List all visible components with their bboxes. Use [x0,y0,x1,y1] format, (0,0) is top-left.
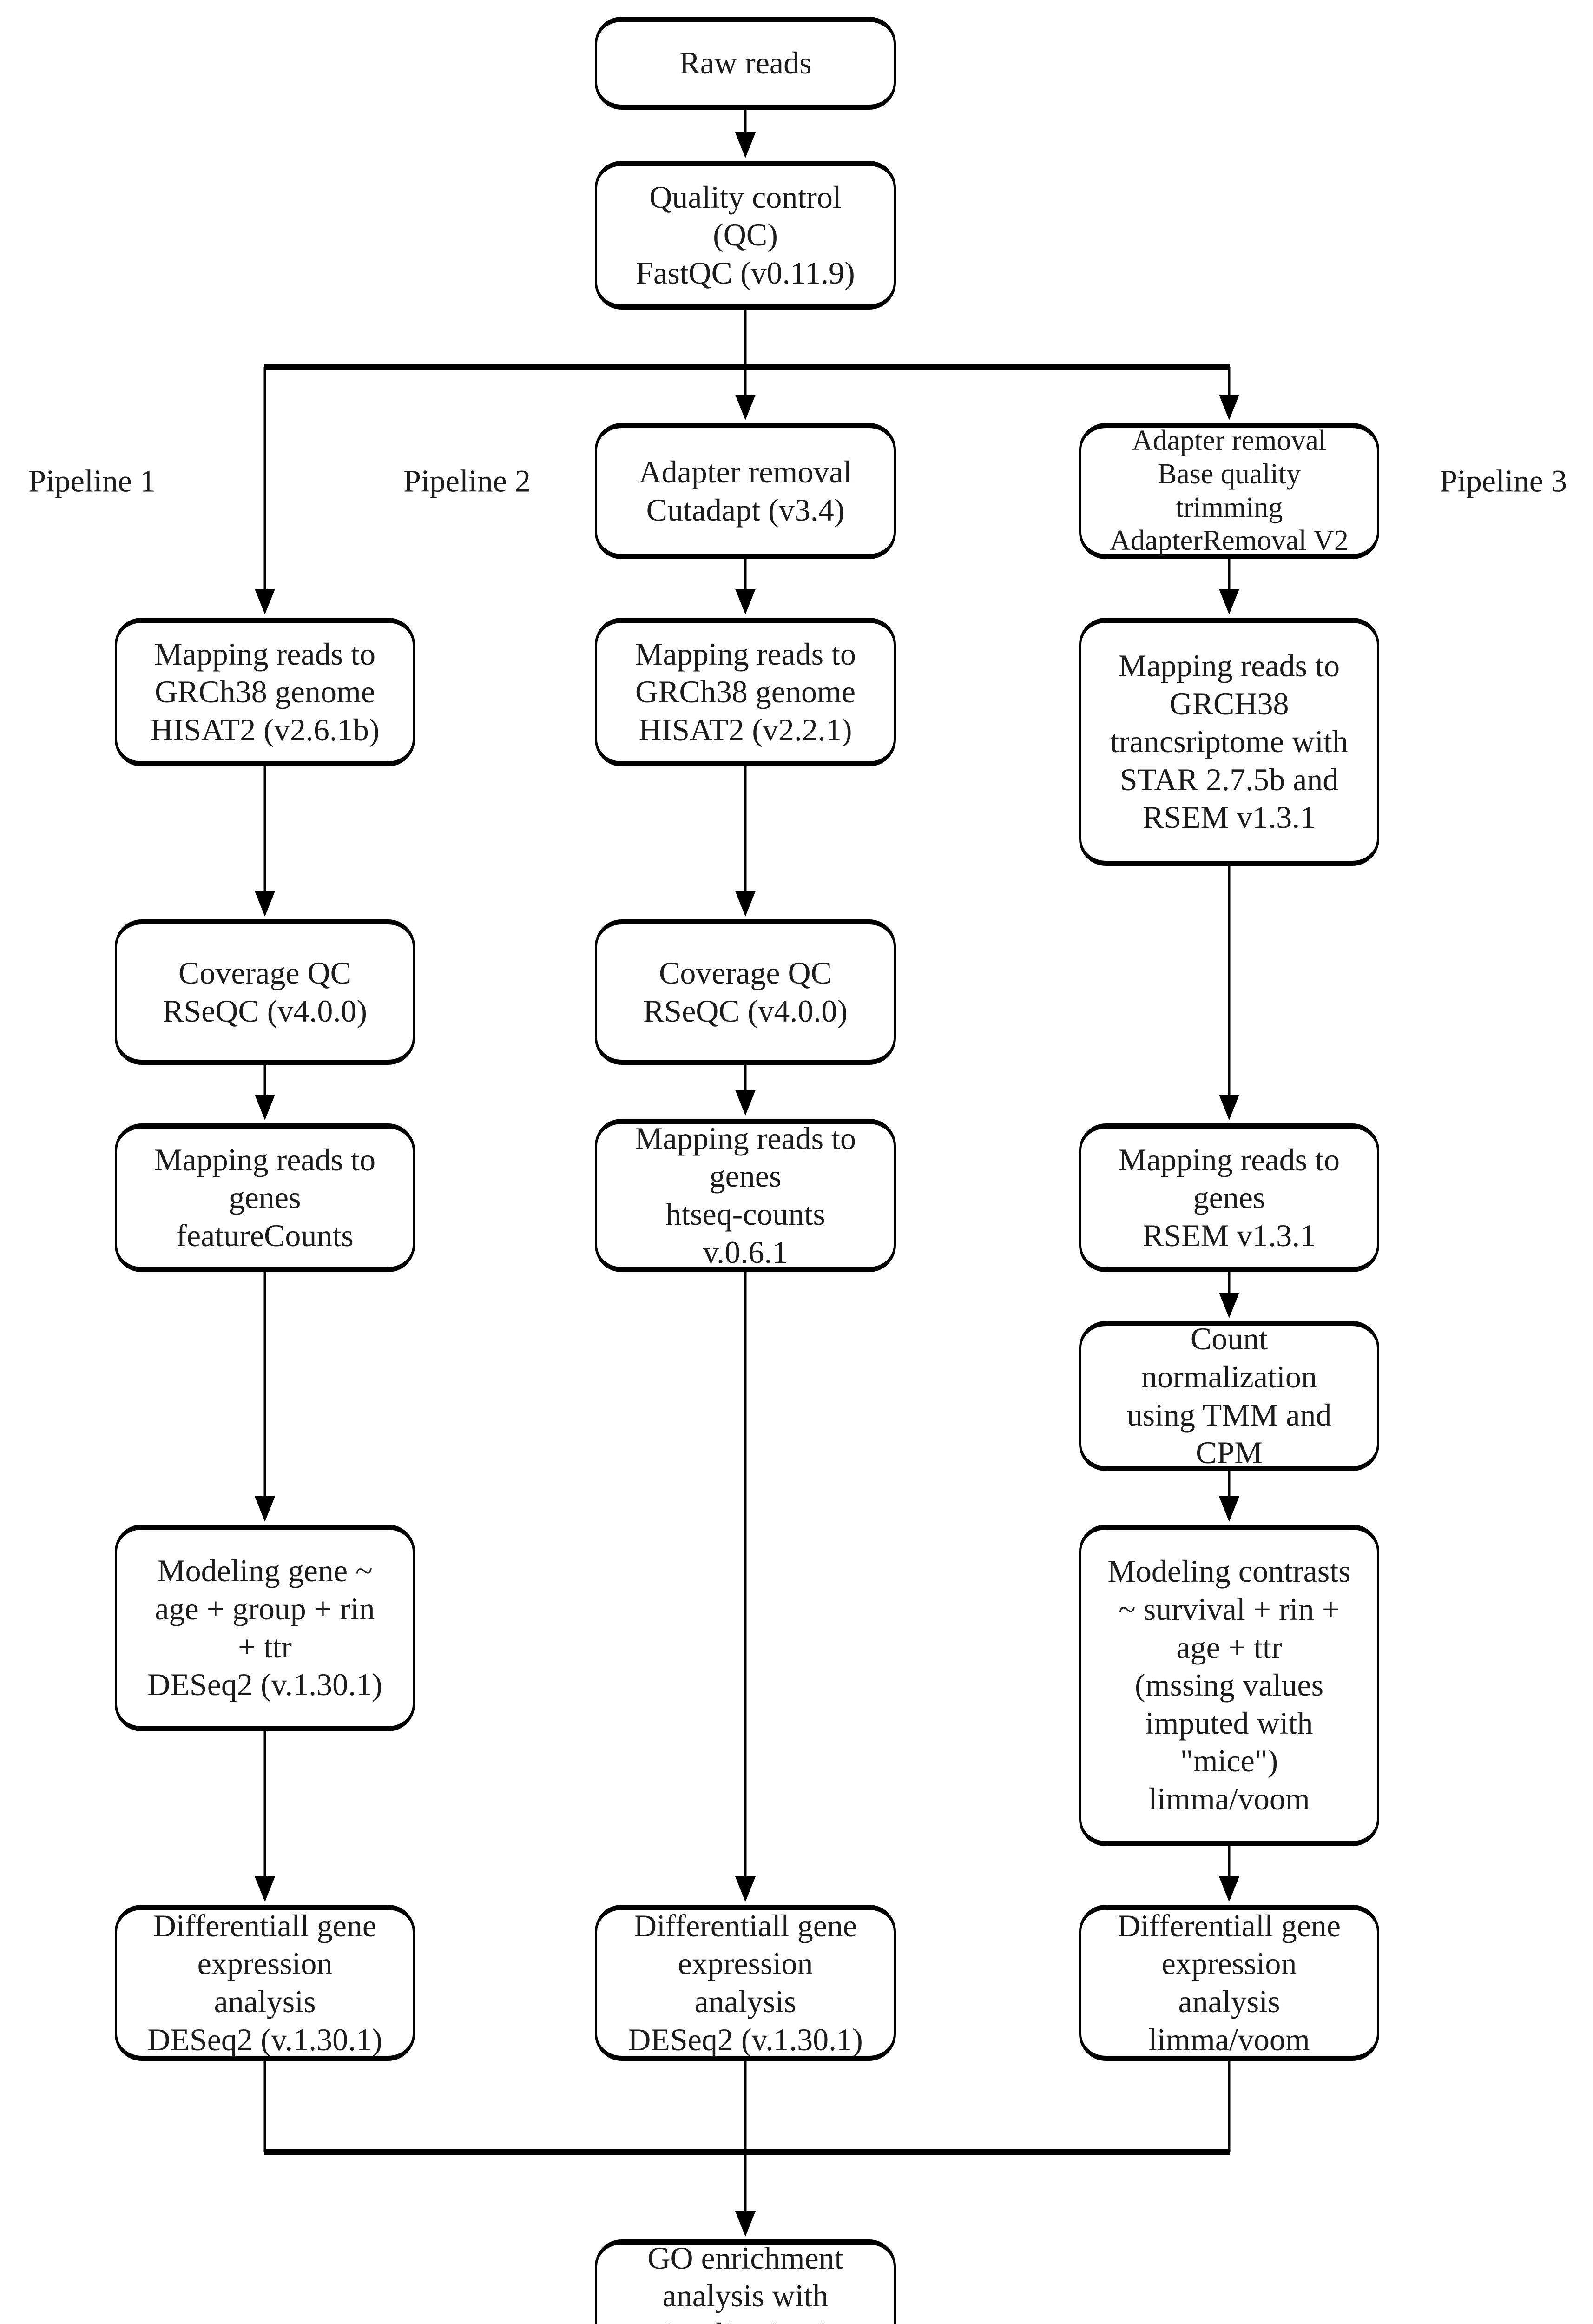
node-p3-adapter-removal-label: Adapter removal Base quality trimming Ad… [1110,424,1349,557]
node-p2-mapping-genes-label: Mapping reads to genes htseq-counts v.0.… [635,1120,856,1270]
node-p3-differential-expression-label: Differentiall gene expression analysis l… [1117,1908,1341,2057]
node-p3-mapping-transcriptome: Mapping reads to GRCH38 trancsriptome wi… [1079,618,1379,866]
pipeline-1-label: Pipeline 1 [28,463,156,499]
node-p1-mapping-genome-label: Mapping reads to GRCh38 genome HISAT2 (v… [150,636,380,747]
node-raw-reads-label: Raw reads [679,45,812,81]
node-p3-count-normalization: Count normalization using TMM and CPM [1079,1321,1379,1471]
node-p2-differential-expression-label: Differentiall gene expression analysis D… [628,1908,863,2057]
node-p1-differential-expression: Differentiall gene expression analysis D… [115,1905,415,2061]
node-p3-differential-expression: Differentiall gene expression analysis l… [1079,1905,1379,2061]
node-p1-coverage-qc-label: Coverage QC RSeQC (v4.0.0) [162,955,368,1029]
node-go-enrichment-label: GO enrichment analysis with visualizatio… [647,2240,843,2324]
node-p3-mapping-transcriptome-label: Mapping reads to GRCH38 trancsriptome wi… [1110,648,1348,835]
pipeline-3-label: Pipeline 3 [1440,463,1567,499]
node-raw-reads: Raw reads [595,17,896,110]
node-p1-modeling: Modeling gene ~ age + group + rin + ttr … [115,1525,415,1731]
node-p2-coverage-qc-label: Coverage QC RSeQC (v4.0.0) [643,955,848,1029]
node-p1-differential-expression-label: Differentiall gene expression analysis D… [147,1908,382,2057]
node-p3-modeling-label: Modeling contrasts ~ survival + rin + ag… [1107,1553,1351,1816]
pipeline-2-label: Pipeline 2 [403,463,531,499]
node-p1-coverage-qc: Coverage QC RSeQC (v4.0.0) [115,919,415,1065]
node-quality-control: Quality control (QC) FastQC (v0.11.9) [595,161,896,310]
node-p3-mapping-genes-label: Mapping reads to genes RSEM v1.3.1 [1119,1142,1340,1253]
node-p2-adapter-removal-label: Adapter removal Cutadapt (v3.4) [639,454,852,528]
flow-lines [263,110,1231,2231]
node-p2-mapping-genome-label: Mapping reads to GRCh38 genome HISAT2 (v… [635,636,856,747]
node-p1-mapping-genes-label: Mapping reads to genes featureCounts [154,1142,375,1253]
node-p1-mapping-genes: Mapping reads to genes featureCounts [115,1123,415,1272]
node-p2-differential-expression: Differentiall gene expression analysis D… [595,1905,896,2061]
node-p3-count-normalization-label: Count normalization using TMM and CPM [1126,1321,1332,1471]
node-quality-control-label: Quality control (QC) FastQC (v0.11.9) [636,179,855,290]
node-p2-mapping-genes: Mapping reads to genes htseq-counts v.0.… [595,1119,896,1272]
node-p2-coverage-qc: Coverage QC RSeQC (v4.0.0) [595,919,896,1065]
node-p1-modeling-label: Modeling gene ~ age + group + rin + ttr … [147,1553,382,1703]
node-p3-modeling: Modeling contrasts ~ survival + rin + ag… [1079,1525,1379,1846]
node-p1-mapping-genome: Mapping reads to GRCh38 genome HISAT2 (v… [115,618,415,766]
node-p2-adapter-removal: Adapter removal Cutadapt (v3.4) [595,423,896,559]
node-p3-mapping-genes: Mapping reads to genes RSEM v1.3.1 [1079,1123,1379,1272]
node-p3-adapter-removal: Adapter removal Base quality trimming Ad… [1079,423,1379,559]
node-go-enrichment: GO enrichment analysis with visualizatio… [595,2239,896,2324]
branch-bars [264,364,1230,2155]
node-p2-mapping-genome: Mapping reads to GRCh38 genome HISAT2 (v… [595,618,896,766]
